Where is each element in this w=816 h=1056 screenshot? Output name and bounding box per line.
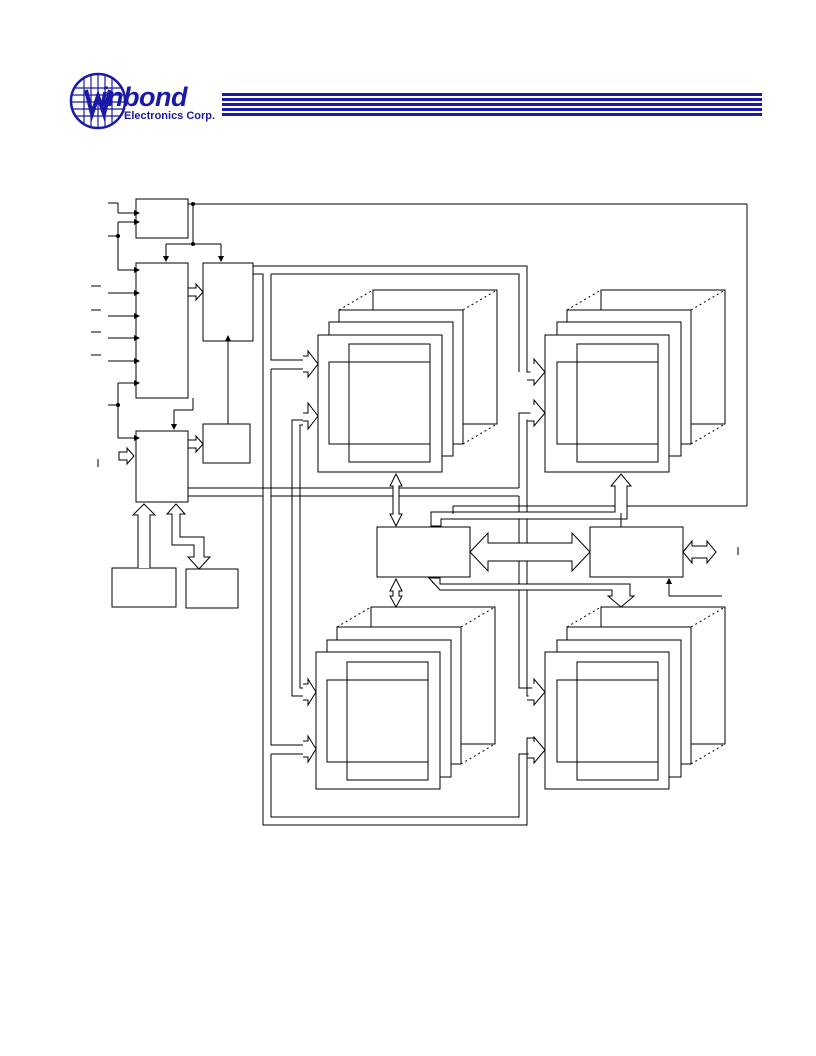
hollow-arrow (389, 577, 403, 609)
memory-array-bottom-right (544, 606, 726, 790)
hollow-arrow (187, 434, 204, 454)
block-data-control (376, 526, 471, 578)
page-header: inbond Electronics Corp. (0, 0, 816, 140)
logo-subtitle: Electronics Corp. (124, 110, 216, 122)
hollow-arrow (131, 503, 157, 568)
block-io-buffer (589, 526, 684, 578)
hollow-arrow (682, 539, 717, 565)
logo-wordmark: inbond (100, 82, 187, 112)
array-arrows (303, 349, 546, 765)
memory-array-top-right (544, 289, 726, 473)
winbond-globe-icon (69, 72, 762, 130)
memory-array-top-left (317, 289, 498, 473)
hollow-arrow-wide (469, 531, 591, 573)
hollow-arrow (389, 472, 403, 528)
hollow-arrow (165, 503, 212, 570)
input-lines (91, 202, 134, 467)
block-top-small (135, 198, 189, 239)
block-mid-right (202, 262, 254, 342)
block-bottom-left (111, 567, 177, 608)
block-left-tall (135, 262, 189, 399)
bus-lines (188, 265, 534, 826)
header-rule-lines (222, 93, 762, 116)
hollow-arrow (187, 282, 204, 302)
block-bottom-right (185, 568, 239, 609)
hollow-arrow (118, 446, 135, 466)
block-small-lower (202, 423, 251, 464)
block-control (135, 430, 189, 503)
memory-array-bottom-left (315, 606, 496, 790)
